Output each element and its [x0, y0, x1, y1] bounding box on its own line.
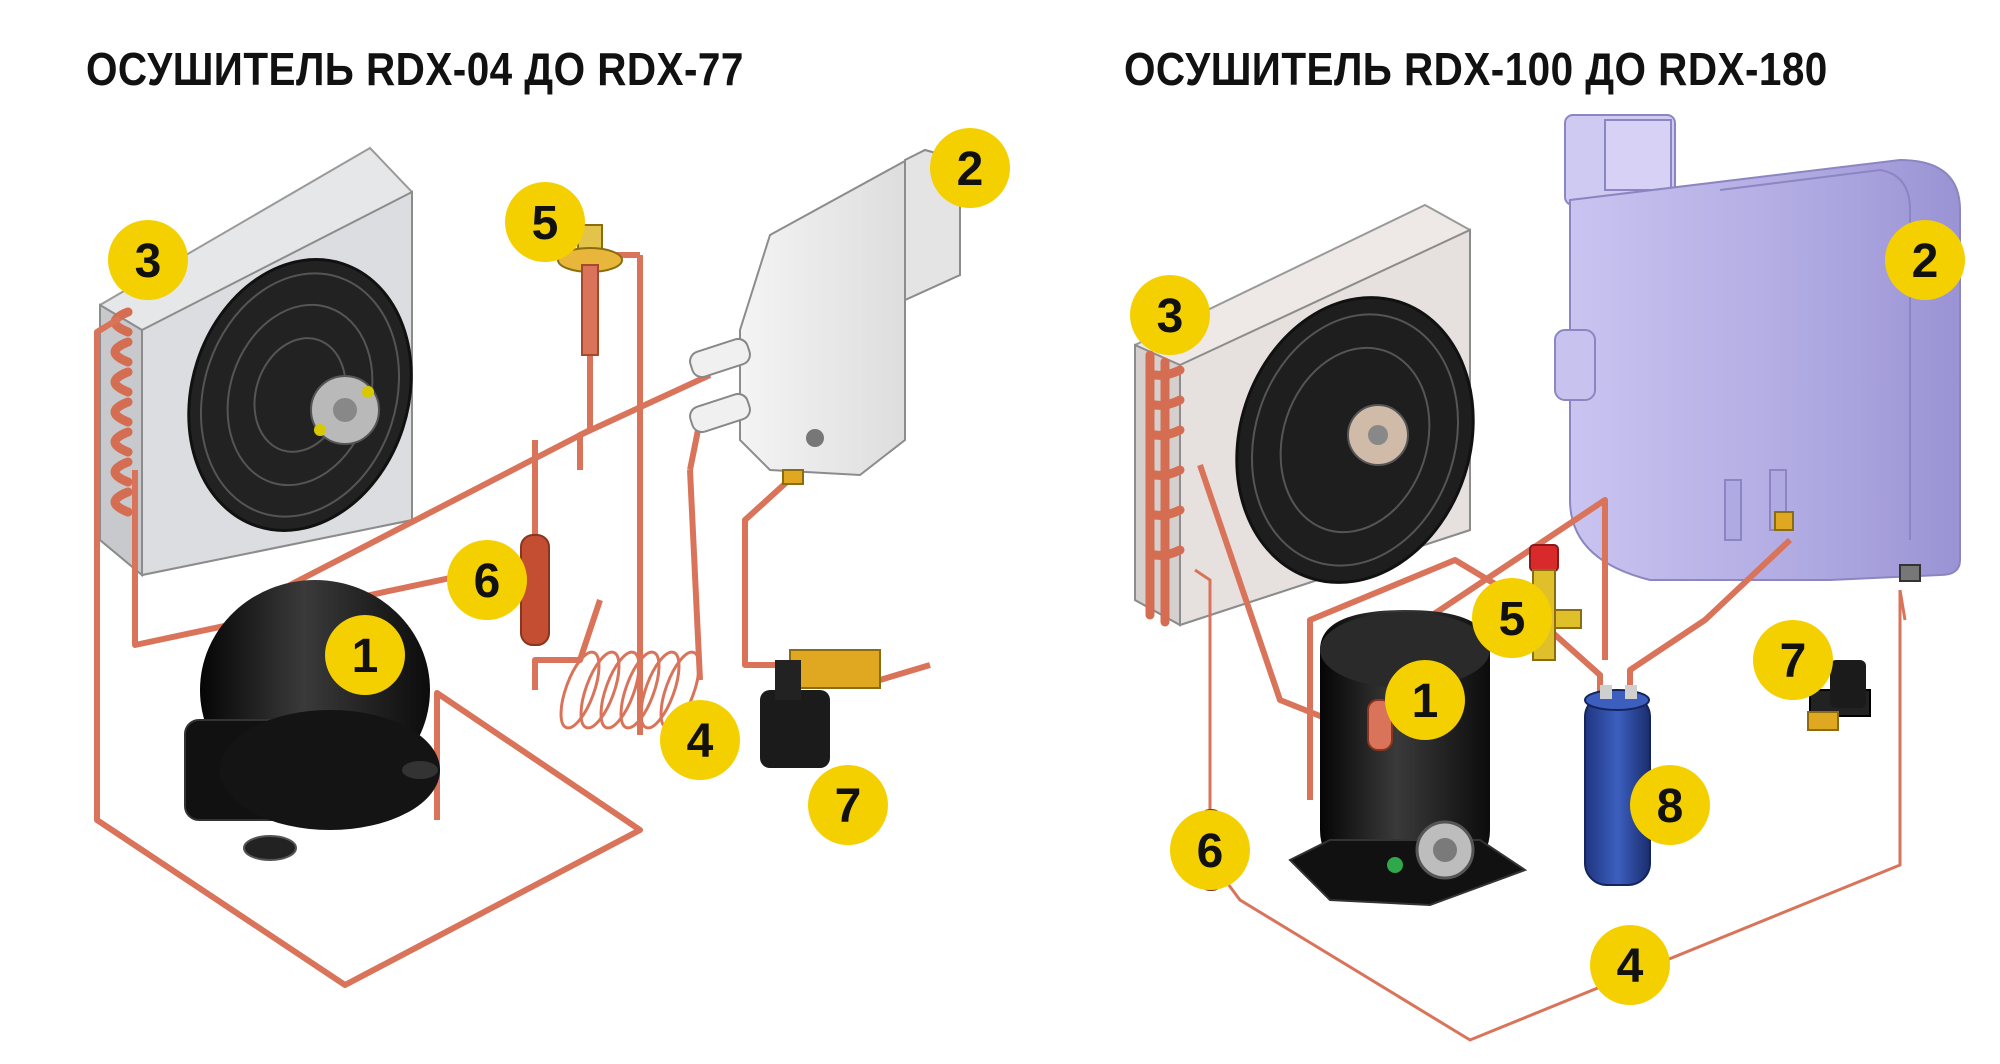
badge-label: 6	[474, 555, 501, 608]
compressor-icon	[184, 580, 440, 861]
fan-icon	[1235, 296, 1475, 584]
badge-label: 6	[1197, 825, 1224, 878]
badge-left-6: 6	[447, 540, 527, 620]
capillary-coil-icon	[559, 650, 701, 730]
solenoid-valve-icon	[760, 649, 881, 768]
badge-left-1: 1	[325, 615, 405, 695]
badge-label: 7	[835, 780, 862, 833]
badge-label: 7	[1780, 635, 1807, 688]
compressor-icon	[1288, 610, 1528, 907]
left-condenser	[99, 146, 413, 578]
badge-left-3: 3	[108, 220, 188, 300]
badge-left-7: 7	[808, 765, 888, 845]
badge-label: 5	[532, 197, 559, 250]
badge-right-1: 1	[1385, 660, 1465, 740]
badge-right-2: 2	[1885, 220, 1965, 300]
badge-label: 1	[352, 630, 379, 683]
badge-right-4: 4	[1590, 925, 1670, 1005]
left-diagram	[94, 146, 961, 988]
badge-left-2: 2	[930, 128, 1010, 208]
right-diagram	[1134, 114, 1961, 1042]
badge-right-6: 6	[1170, 810, 1250, 890]
badge-label: 4	[687, 715, 714, 768]
badge-label: 8	[1657, 780, 1684, 833]
badge-right-5: 5	[1472, 578, 1552, 658]
badge-label: 2	[957, 143, 984, 196]
badge-left-5: 5	[505, 182, 585, 262]
heat-exchanger-icon	[689, 148, 961, 485]
right-capillary	[1194, 568, 1907, 1042]
badge-label: 3	[1157, 290, 1184, 343]
heat-exchanger-icon	[1554, 114, 1961, 582]
badge-label: 5	[1499, 593, 1526, 646]
badge-left-4: 4	[660, 700, 740, 780]
fan-icon	[187, 258, 413, 532]
badge-right-7: 7	[1753, 620, 1833, 700]
title-right: ОСУШИТЕЛЬ RDX-100 ДО RDX-180	[1124, 43, 1828, 95]
badge-right-3: 3	[1130, 275, 1210, 355]
badge-label: 2	[1912, 235, 1939, 288]
badge-label: 1	[1412, 675, 1439, 728]
title-left: ОСУШИТЕЛЬ RDX-04 ДО RDX-77	[86, 43, 744, 95]
solenoid-valve-icon	[1807, 660, 1871, 731]
badge-label: 3	[135, 235, 162, 288]
badge-label: 4	[1617, 940, 1644, 993]
badge-right-8: 8	[1630, 765, 1710, 845]
